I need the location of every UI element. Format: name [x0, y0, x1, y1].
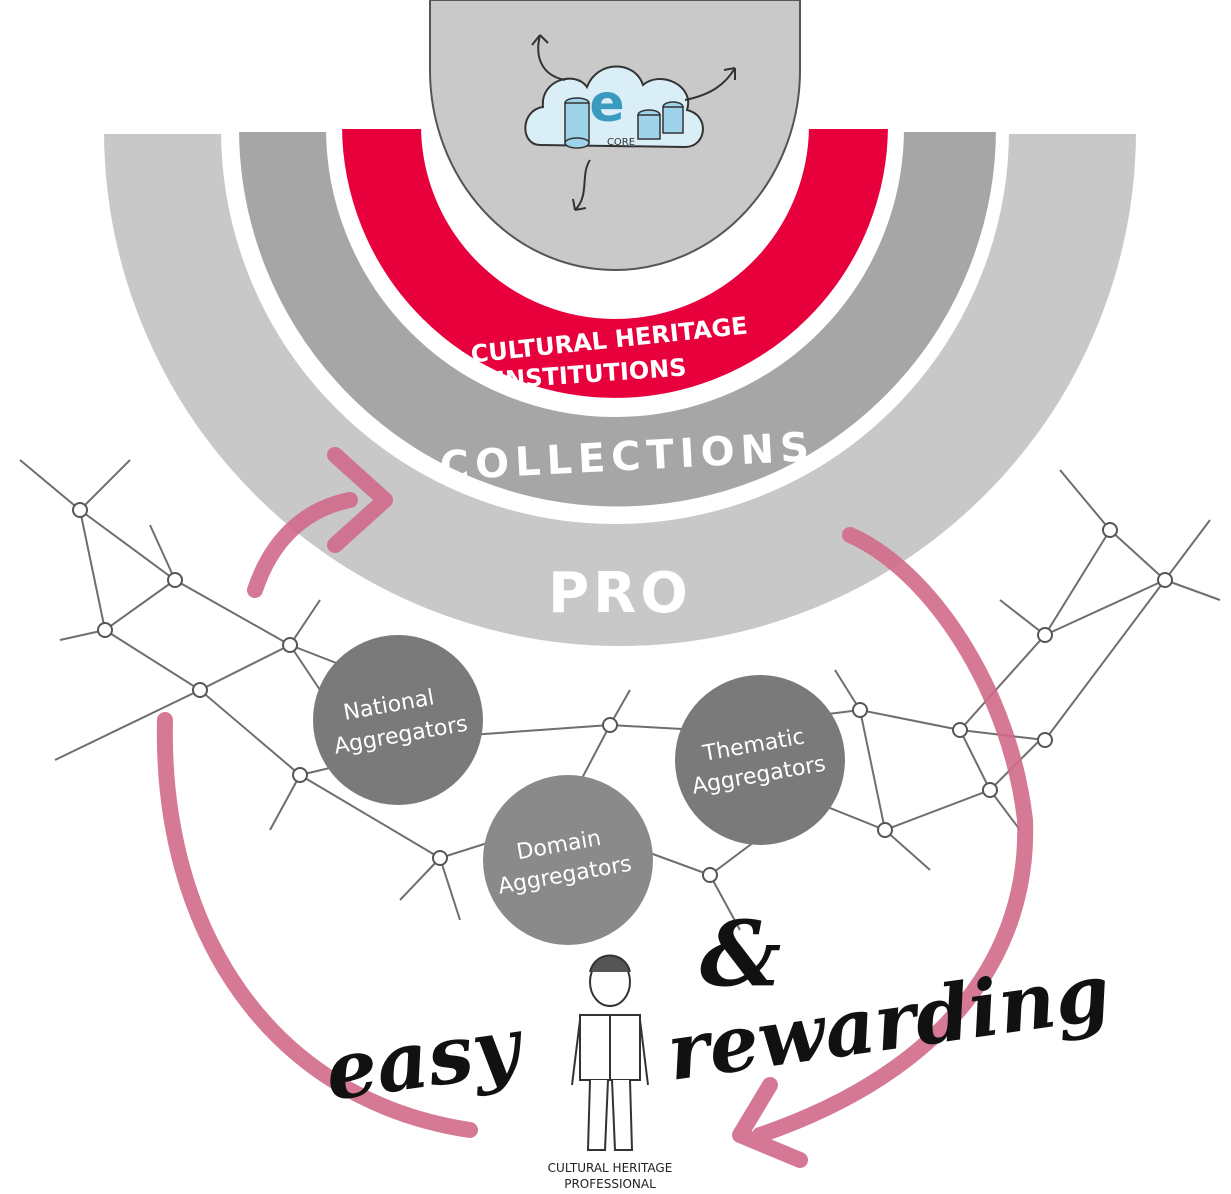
national-aggregators-node: National Aggregators [313, 635, 483, 805]
institutions-ring [333, 121, 897, 406]
core-logo-letter: e [589, 74, 624, 134]
arrow-icon [156, 712, 478, 1138]
arrow-icon [574, 159, 591, 211]
professional-label-line1: CULTURAL HERITAGE [548, 1161, 673, 1175]
thematic-aggregators-node: Thematic Aggregators [675, 675, 845, 845]
slogan-ampersand: & [700, 901, 781, 1007]
professional-label-line2: PROFESSIONAL [564, 1177, 656, 1191]
arrow-icon [247, 492, 358, 598]
arrow-icon [752, 527, 1034, 1143]
network-nodes [72, 502, 1173, 883]
arrow-icon [684, 67, 736, 101]
cloud-database-icon: e CORE [524, 65, 704, 149]
pro-label: PRO [548, 561, 692, 626]
domain-aggregators-node: Domain Aggregators [483, 775, 653, 945]
slogan-easy: easy [320, 998, 531, 1119]
collections-ring [230, 124, 1005, 515]
core-arrows [531, 34, 736, 211]
person-icon [571, 954, 649, 1151]
arrow-icon [537, 34, 566, 81]
core-badge-label: CORE [607, 137, 635, 148]
cycle-arrows [156, 447, 1034, 1168]
